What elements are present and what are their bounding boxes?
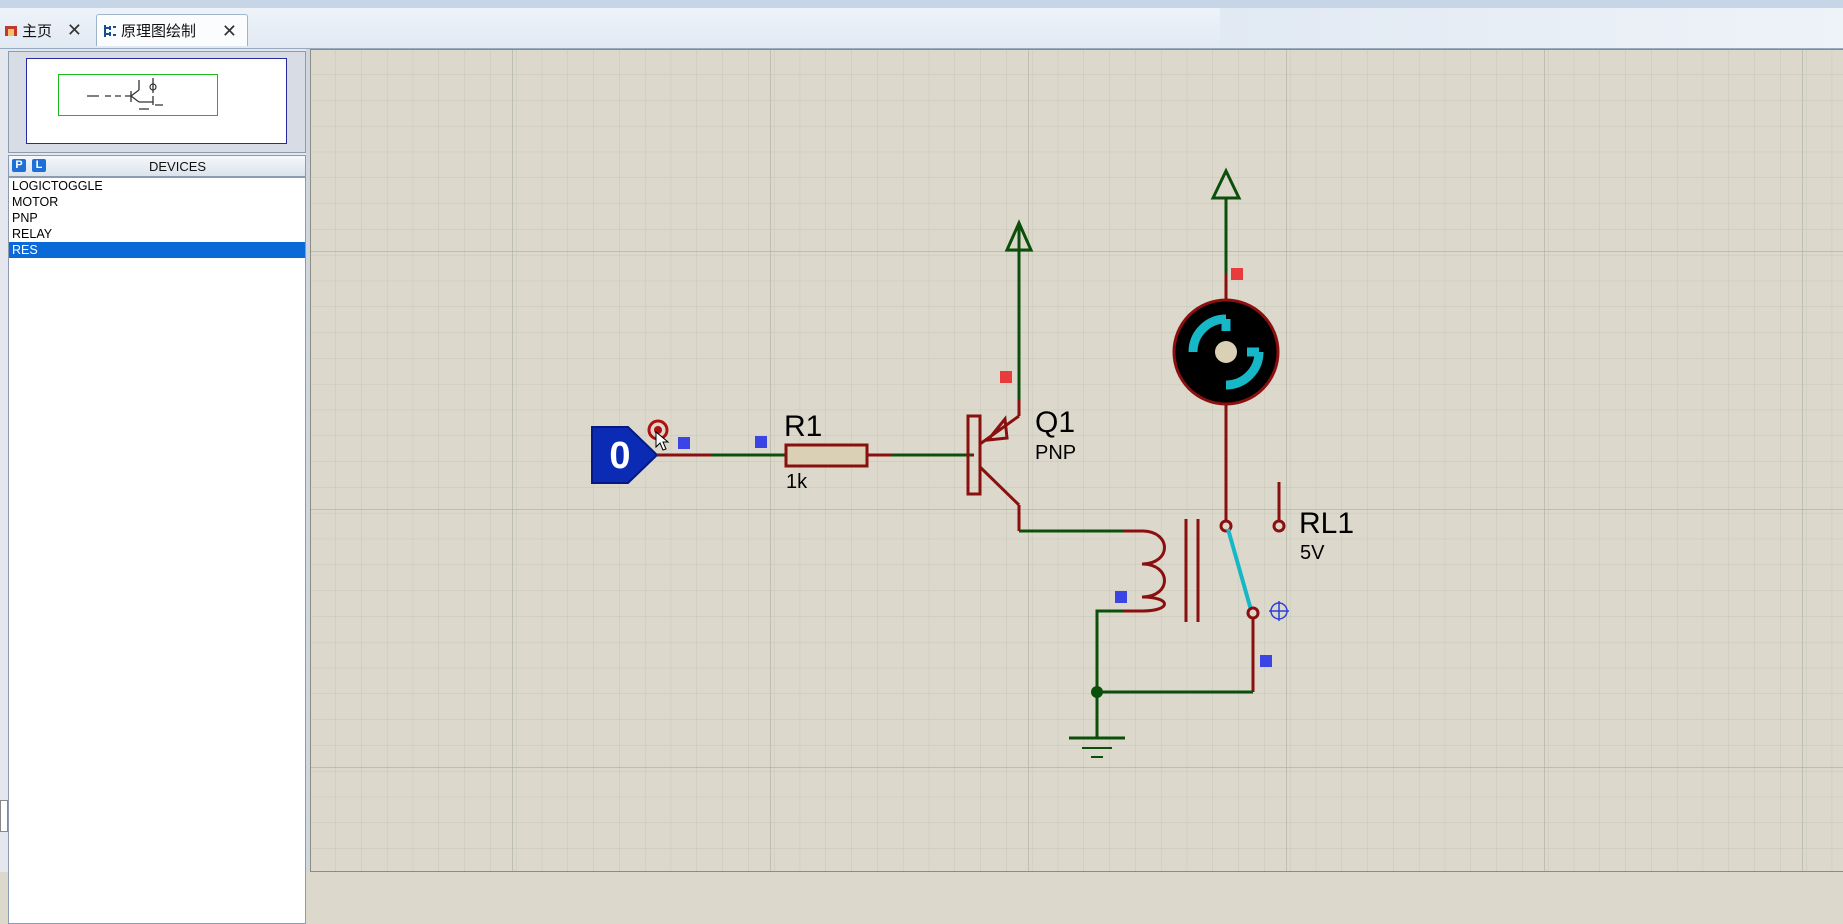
pin-marker-motor[interactable]	[1231, 268, 1243, 280]
devices-list[interactable]: LOGICTOGGLE MOTOR PNP RELAY RES	[8, 177, 306, 924]
pin-marker-toggle[interactable]	[678, 437, 690, 449]
resistor-value-label: 1k	[786, 471, 808, 493]
tab-schematic-label: 原理图绘制	[121, 20, 196, 41]
device-item-logictoggle[interactable]: LOGICTOGGLE	[9, 178, 305, 194]
overview-frame	[26, 58, 287, 144]
relay-value-label: 5V	[1300, 542, 1325, 564]
tab-home-close-icon[interactable]: ✕	[67, 21, 82, 39]
device-item-motor[interactable]: MOTOR	[9, 194, 305, 210]
home-icon	[4, 23, 18, 37]
tab-home-label: 主页	[22, 20, 52, 41]
device-item-pnp[interactable]: PNP	[9, 210, 305, 226]
overview-viewport[interactable]	[58, 74, 218, 116]
pin-marker-q1[interactable]	[1000, 371, 1012, 383]
logic-toggle-value: 0	[609, 435, 630, 477]
pick-devices-button[interactable]: P	[12, 159, 26, 172]
resistor-r1[interactable]	[786, 445, 867, 466]
tab-home[interactable]: 主页 ✕	[0, 14, 92, 46]
pin-marker-contact[interactable]	[1260, 655, 1272, 667]
pin-marker-r1[interactable]	[755, 436, 767, 448]
relay-ref-label: RL1	[1299, 507, 1354, 540]
resistor-ref-label: R1	[784, 410, 822, 443]
schematic-canvas[interactable]: 0 R1 1k Q1 PNP	[310, 49, 1843, 872]
library-button[interactable]: L	[32, 159, 46, 172]
transistor-type-label: PNP	[1035, 442, 1076, 464]
tab-schematic[interactable]: 原理图绘制 ✕	[96, 14, 248, 46]
tab-bar-fade	[1220, 8, 1843, 48]
transistor-ref-label: Q1	[1035, 406, 1075, 439]
side-panel: P L DEVICES LOGICTOGGLE MOTOR PNP RELAY …	[0, 49, 306, 872]
devices-title: DEVICES	[149, 159, 206, 174]
schematic-icon	[103, 24, 117, 38]
grid-major	[310, 49, 1843, 872]
pin-marker-coil[interactable]	[1115, 591, 1127, 603]
tab-bar: 主页 ✕ 原理图绘制 ✕	[0, 8, 1843, 49]
device-item-res[interactable]: RES	[9, 242, 305, 258]
tab-schematic-close-icon[interactable]: ✕	[222, 22, 237, 40]
overview-window[interactable]	[8, 51, 306, 153]
panel-edge-handle	[0, 800, 8, 832]
devices-header: P L DEVICES	[8, 155, 306, 177]
device-item-relay[interactable]: RELAY	[9, 226, 305, 242]
overview-thumbnail	[59, 75, 217, 115]
